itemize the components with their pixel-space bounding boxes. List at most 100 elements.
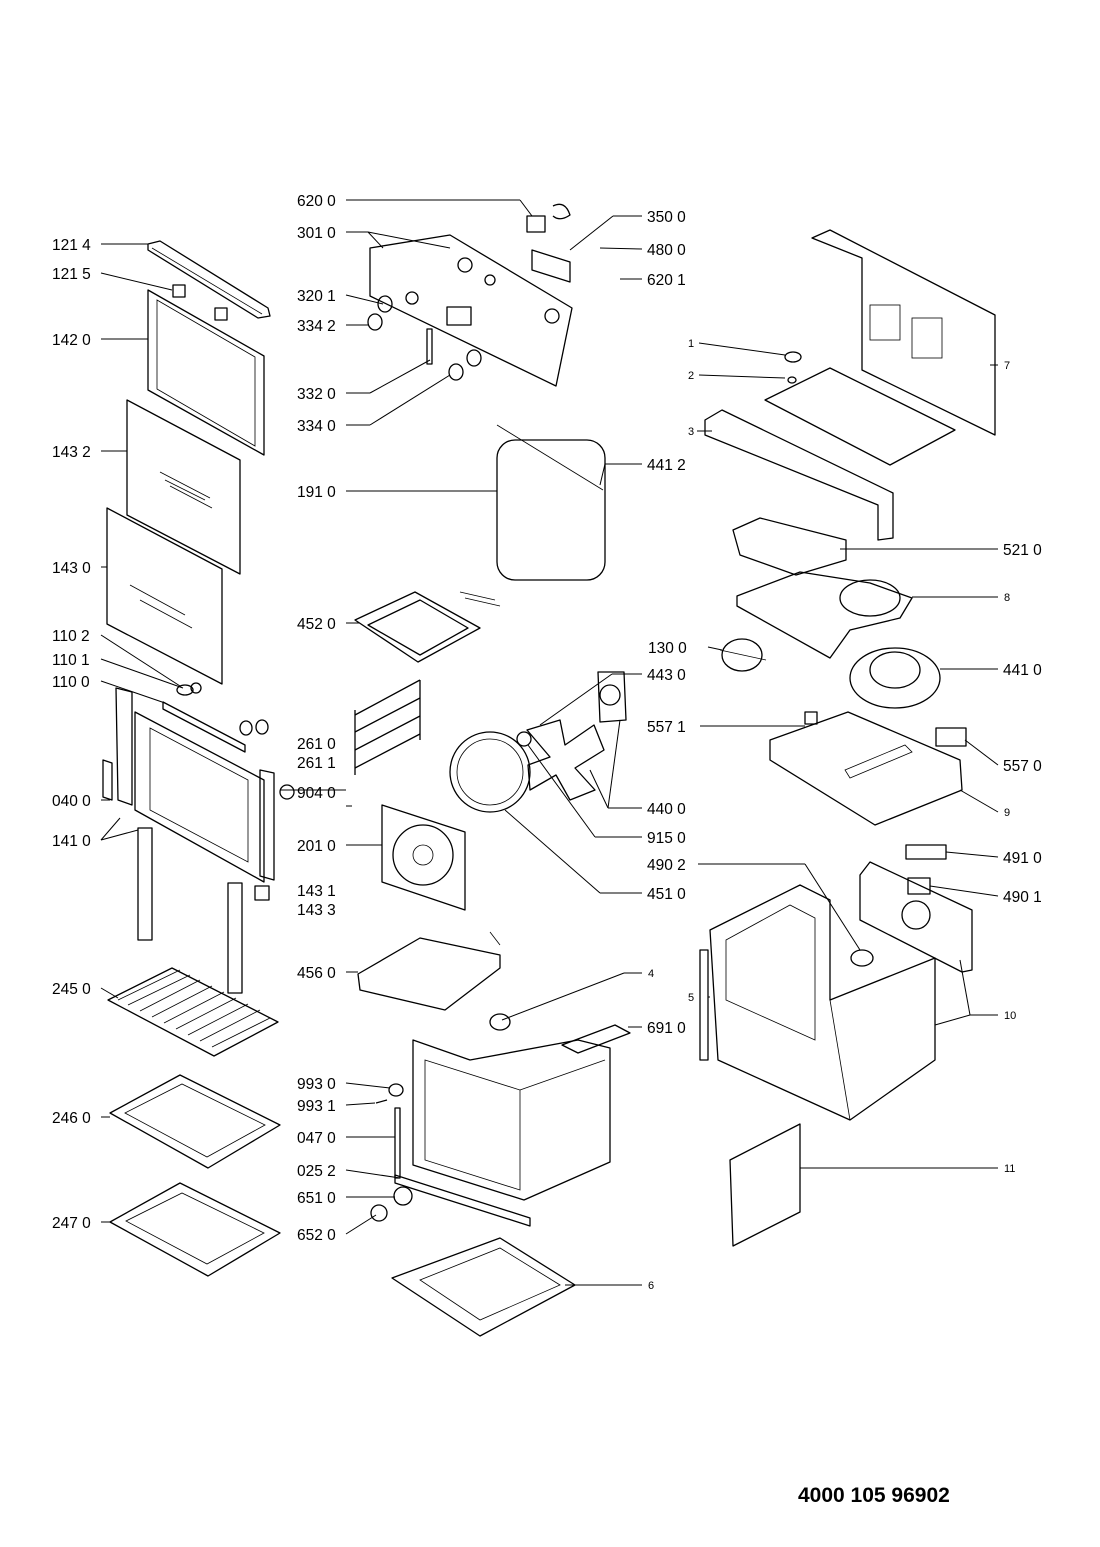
door-glass-upper-part <box>126 399 241 575</box>
leader-lines <box>100 199 999 1286</box>
rear-wiring-panel-part <box>859 861 973 973</box>
label-441-0: 441 0 <box>1003 662 1042 679</box>
electronic-module-part <box>732 517 847 576</box>
label-261-1: 261 1 <box>297 755 336 772</box>
cooling-fan-motor-part <box>719 638 767 672</box>
label-6: 6 <box>648 1280 654 1292</box>
baking-tray-part <box>109 1074 281 1169</box>
side-rack-part <box>354 679 421 775</box>
label-904-0: 904 0 <box>297 785 336 802</box>
door-top-trim-part <box>147 240 271 319</box>
cavity-front-strip-part <box>394 1174 531 1227</box>
label-490-2: 490 2 <box>647 857 686 874</box>
label-110-2: 110 2 <box>52 628 90 645</box>
display-board-part <box>531 249 571 283</box>
circular-heating-element-part <box>449 731 531 813</box>
door-spacers-part <box>162 682 269 753</box>
label-247-0: 247 0 <box>52 1215 91 1232</box>
outer-casing-part <box>699 884 936 1121</box>
fan-motor-part <box>597 671 627 723</box>
insulation-panel-part <box>729 1123 801 1247</box>
label-440-0: 440 0 <box>647 801 686 818</box>
oven-door-gasket-part <box>496 424 606 581</box>
label-142-0: 142 0 <box>52 332 91 349</box>
label-441-2: 441 2 <box>647 457 686 474</box>
fan-duct-plate-part <box>769 711 963 826</box>
door-hinge-part <box>375 1083 404 1179</box>
fan-shroud-part <box>736 571 913 659</box>
label-480-0: 480 0 <box>647 242 686 259</box>
label-332-0: 332 0 <box>297 386 336 403</box>
thermostat-probe-part <box>561 1024 631 1054</box>
label-320-1: 320 1 <box>297 288 336 305</box>
door-outer-panel-part <box>134 711 265 883</box>
label-245-0: 245 0 <box>52 981 91 998</box>
label-993-0: 993 0 <box>297 1076 336 1093</box>
label-9: 9 <box>1004 807 1010 819</box>
label-490-1: 490 1 <box>1003 889 1042 906</box>
rear-panel-fan-cover-part <box>381 804 466 911</box>
door-inner-frame-part <box>147 289 265 456</box>
bottom-heating-element-part <box>357 931 501 1011</box>
door-glass-lower-part <box>106 507 223 685</box>
label-652-0: 652 0 <box>297 1227 336 1244</box>
label-452-0: 452 0 <box>297 616 336 633</box>
label-1: 1 <box>688 338 694 350</box>
label-143-0: 143 0 <box>52 560 91 577</box>
label-2: 2 <box>688 370 694 382</box>
label-491-0: 491 0 <box>1003 850 1042 867</box>
control-switch-part <box>526 203 571 233</box>
label-4: 4 <box>648 968 654 980</box>
label-334-0: 334 0 <box>297 418 336 435</box>
door-lock-part <box>370 1186 413 1222</box>
label-121-5: 121 5 <box>52 266 91 283</box>
label-620-0: 620 0 <box>297 193 336 210</box>
thermal-switch-part <box>804 711 967 747</box>
label-121-4: 121 4 <box>52 237 91 254</box>
label-261-0: 261 0 <box>297 736 336 753</box>
rear-housing-panel-part <box>811 229 996 436</box>
knob-part <box>367 295 482 381</box>
label-557-1: 557 1 <box>647 719 686 736</box>
label-143-3: 143 3 <box>297 902 336 919</box>
label-620-1: 620 1 <box>647 272 686 289</box>
label-110-1: 110 1 <box>52 652 90 669</box>
mounting-bracket-part <box>704 409 894 541</box>
label-246-0: 246 0 <box>52 1110 91 1127</box>
door-gasket-strip-part <box>137 827 243 994</box>
label-5: 5 <box>688 992 694 1004</box>
label-557-0: 557 0 <box>1003 758 1042 775</box>
label-110-0: 110 0 <box>52 674 90 691</box>
wire-shelf-part <box>107 967 279 1057</box>
label-191-0: 191 0 <box>297 484 336 501</box>
label-350-0: 350 0 <box>647 209 686 226</box>
bottom-cover-part <box>391 1237 576 1337</box>
oven-cavity-part <box>412 1039 611 1201</box>
label-143-2: 143 2 <box>52 444 91 461</box>
label-443-0: 443 0 <box>647 667 686 684</box>
part-labels: 121 4 121 5 142 0 143 2 143 0 110 2 110 … <box>52 193 1042 1292</box>
label-130-0: 130 0 <box>648 640 687 657</box>
label-143-1: 143 1 <box>297 883 336 900</box>
label-10: 10 <box>1004 1010 1016 1022</box>
label-8: 8 <box>1004 592 1010 604</box>
cooling-fan-part <box>849 647 941 709</box>
label-691-0: 691 0 <box>647 1020 686 1037</box>
label-11: 11 <box>1004 1163 1015 1175</box>
document-code: 4000 105 96902 <box>798 1484 950 1507</box>
label-451-0: 451 0 <box>647 886 686 903</box>
label-201-0: 201 0 <box>297 838 336 855</box>
label-456-0: 456 0 <box>297 965 336 982</box>
label-334-2: 334 2 <box>297 318 336 335</box>
label-141-0: 141 0 <box>52 833 91 850</box>
label-521-0: 521 0 <box>1003 542 1042 559</box>
label-915-0: 915 0 <box>647 830 686 847</box>
drip-pan-part <box>109 1182 281 1277</box>
top-heating-element-part <box>354 591 501 663</box>
hinge-clip-part <box>172 284 228 321</box>
label-3: 3 <box>688 426 694 438</box>
door-side-profile-part <box>102 687 295 901</box>
terminal-block-part <box>905 844 947 895</box>
fan-blade-part <box>516 719 605 801</box>
